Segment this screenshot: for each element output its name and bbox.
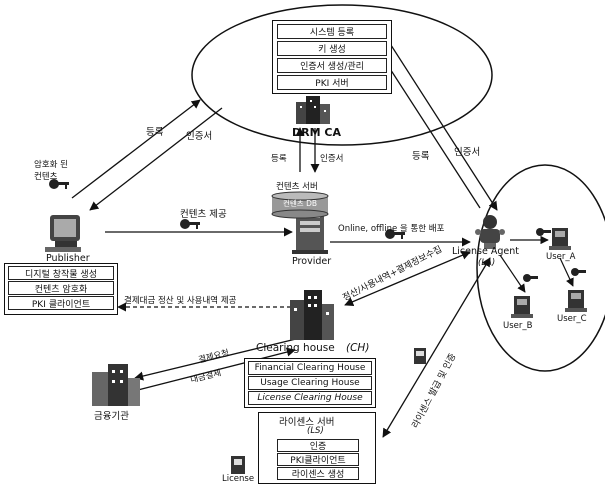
key-icon-user-b <box>523 274 538 282</box>
user-a-computer-icon <box>549 228 571 250</box>
la-to-user-b <box>499 254 526 293</box>
ls-item-license-gen: 라이센스 생성 <box>277 467 359 480</box>
ls-item-pki: PKI클라이언트 <box>277 453 359 466</box>
key-icon-encrypted <box>49 179 69 189</box>
pub-register-arrow <box>71 99 201 199</box>
publisher-item-create: 디지털 창작물 생성 <box>8 266 114 280</box>
content-server-label: 컨텐츠 서버 <box>276 182 318 192</box>
drm-ca-item-system-register: 시스템 등록 <box>277 24 387 39</box>
user-c-computer-icon <box>565 290 587 312</box>
license-issue-arrow <box>382 257 491 438</box>
publisher-item-pki: PKI 클라이언트 <box>8 296 114 310</box>
clearing-house-label: Clearing house <box>256 342 335 354</box>
content-provide-label: 컨텐츠 제공 <box>180 209 227 220</box>
ch-item-license: License Clearing House <box>248 391 372 405</box>
publisher-label: Publisher <box>46 253 90 264</box>
pay-settle-arrow <box>129 347 296 393</box>
clearing-house-box: Financial Clearing House Usage Clearing … <box>244 358 376 408</box>
license-agent-abbr: (LA) <box>478 258 496 268</box>
user-c-label: User_C <box>557 314 587 324</box>
drm-ca-item-key-gen: 키 생성 <box>277 41 387 56</box>
pub-register-label: 등록 <box>146 127 164 138</box>
pub-cert-label: 인증서 <box>186 131 213 142</box>
content-db-label: 컨텐츠 DB <box>283 199 318 208</box>
drm-ca-ellipse <box>191 4 493 146</box>
ch-item-financial: Financial Clearing House <box>248 361 372 375</box>
prov-register-label: 등록 <box>271 154 287 164</box>
pay-request-arrow <box>134 337 301 381</box>
license-document-icon <box>231 456 245 474</box>
license-agent-icon <box>475 215 505 249</box>
encrypted-content-label: 암호화 된 <box>34 160 68 170</box>
provider-label: Provider <box>292 256 332 267</box>
user-group-ellipse <box>476 164 605 372</box>
user-b-label: User_B <box>503 321 533 331</box>
license-agent-label: License Agent <box>452 246 519 257</box>
key-icon-distribution <box>385 229 405 239</box>
la-cert-arrow <box>379 27 498 211</box>
publisher-box: 디지털 창작물 생성 컨텐츠 암호화 PKI 클라이언트 <box>4 263 118 315</box>
clearing-house-building-icon <box>290 290 334 340</box>
ch-item-usage: Usage Clearing House <box>248 376 372 390</box>
encrypted-content-label-2: 컨텐츠 <box>34 172 58 182</box>
license-issue-document-icon <box>414 348 426 364</box>
key-icon-user-c <box>571 268 586 276</box>
settlement-report-label: 결제대금 정산 및 사용내역 제공 <box>124 296 237 306</box>
publisher-item-encrypt: 컨텐츠 암호화 <box>8 281 114 295</box>
license-icon-label: License <box>222 474 255 484</box>
drm-ca-box: 시스템 등록 키 생성 인증서 생성/관리 PKI 서버 <box>272 20 392 94</box>
prov-cert-label: 인증서 <box>320 154 344 164</box>
building-icon <box>296 96 330 124</box>
clearing-house-abbr: (CH) <box>346 342 370 354</box>
la-register-label: 등록 <box>412 151 430 162</box>
license-server-abbr: (LS) <box>307 426 324 436</box>
drm-ca-item-pki-server: PKI 서버 <box>277 75 387 90</box>
distribution-label: Online, offline 을 통한 배포 <box>338 224 445 234</box>
drm-ca-item-cert-manage: 인증서 생성/관리 <box>277 58 387 73</box>
key-icon-user-a <box>536 228 551 236</box>
user-a-label: User_A <box>546 252 576 262</box>
user-a-to-c <box>559 257 574 287</box>
license-server-label: 라이센스 서버 <box>279 417 335 428</box>
la-cert-label: 인증서 <box>454 147 481 158</box>
content-db-icon <box>271 191 329 219</box>
key-icon-content-provide <box>180 219 200 229</box>
bank-building-icon <box>92 364 140 406</box>
finance-label: 금융기관 <box>94 411 129 422</box>
ls-item-auth: 인증 <box>277 439 359 452</box>
pub-cert-arrow <box>89 107 223 211</box>
publisher-computer-icon <box>45 215 81 252</box>
license-server-box: 라이센스 서버 (LS) 인증 PKI클라이언트 라이센스 생성 <box>258 412 376 484</box>
user-b-computer-icon <box>511 296 533 318</box>
drm-ca-label: DRM CA <box>292 126 341 139</box>
